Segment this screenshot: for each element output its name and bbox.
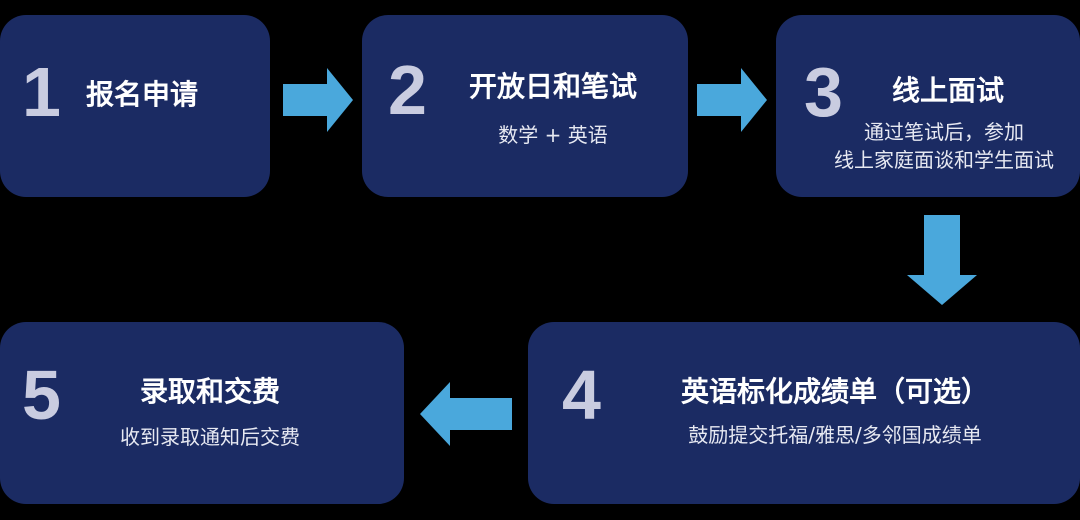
step-card-2: 2 开放日和笔试 数学 + 英语 (362, 15, 688, 197)
step-subtitle-5-line-1: 收到录取通知后交费 (120, 425, 300, 449)
step-subtitle-2: 数学 + 英语 (458, 121, 648, 149)
arrow-left-icon (420, 382, 512, 446)
step-subtitle-4: 鼓励提交托福/雅思/多邻国成绩单 (660, 421, 1010, 449)
step-subtitle-3-line-1: 通过笔试后，参加 (864, 120, 1024, 144)
step-subtitle-3-line-2: 线上家庭面谈和学生面试 (834, 148, 1054, 172)
step-number-2: 2 (388, 51, 427, 129)
step-card-3: 3 线上面试 通过笔试后，参加 线上家庭面谈和学生面试 (776, 15, 1080, 197)
arrow-right-icon (697, 68, 767, 132)
step-title-4: 英语标化成绩单（可选） (680, 375, 989, 408)
step-card-5: 5 录取和交费 收到录取通知后交费 (0, 322, 404, 504)
step-title-1: 报名申请 (86, 78, 199, 111)
step-subtitle-5: 收到录取通知后交费 (94, 423, 326, 451)
step-title-3: 线上面试 (891, 74, 1004, 107)
step-card-1: 1 报名申请 (0, 15, 270, 197)
step-title-5: 录取和交费 (139, 375, 280, 408)
step-subtitle-3: 通过笔试后，参加 线上家庭面谈和学生面试 (794, 118, 1080, 174)
step-number-5: 5 (22, 356, 61, 434)
step-number-1: 1 (22, 53, 61, 131)
step-number-3: 3 (804, 53, 843, 131)
arrow-down-icon (907, 215, 977, 305)
step-subtitle-4-line-1: 鼓励提交托福/雅思/多邻国成绩单 (688, 423, 982, 447)
arrow-right-icon (283, 68, 353, 132)
step-subtitle-2-line-1: 数学 + 英语 (498, 123, 608, 147)
step-title-2: 开放日和笔试 (468, 70, 637, 103)
step-card-4: 4 英语标化成绩单（可选） 鼓励提交托福/雅思/多邻国成绩单 (528, 322, 1080, 504)
step-number-4: 4 (562, 356, 601, 434)
